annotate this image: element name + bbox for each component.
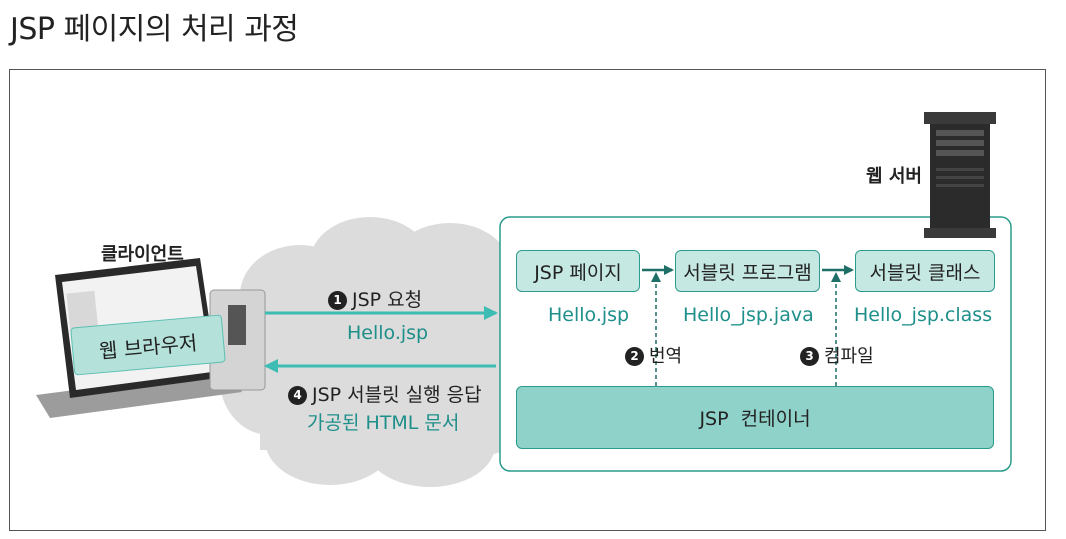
request-label-text: JSP 요청 [352,289,423,311]
jsp-file-label: Hello.jsp [548,304,630,326]
jsp-container-box: JSP 컨테이너 [516,386,994,449]
web-server-label: 웹 서버 [866,166,922,187]
server-tower-icon [924,112,996,238]
request-file: Hello.jsp [347,322,429,344]
step-3-badge: 3 [800,346,819,366]
translate-label-text: 번역 [649,346,683,367]
compile-label-text: 컴파일 [824,346,874,367]
page-title: JSP 페이지의 처리 과정 [10,12,299,47]
servlet-class-box: 서블릿 클래스 [855,250,995,292]
class-file-label: Hello_jsp.class [854,304,993,326]
response-detail: 가공된 HTML 문서 [307,412,460,434]
response-label-text: JSP 서블릿 실행 응답 [312,384,482,406]
client-label: 클라이언트 [101,244,184,265]
java-file-label: Hello_jsp.java [683,304,814,326]
servlet-program-box: 서블릿 프로그램 [675,250,820,292]
step-4-badge: 4 [288,385,307,405]
jsp-page-box: JSP 페이지 [516,250,640,292]
diagram-frame [9,69,1046,531]
step-2-badge: 2 [625,346,644,366]
step-1-badge: 1 [328,290,347,310]
